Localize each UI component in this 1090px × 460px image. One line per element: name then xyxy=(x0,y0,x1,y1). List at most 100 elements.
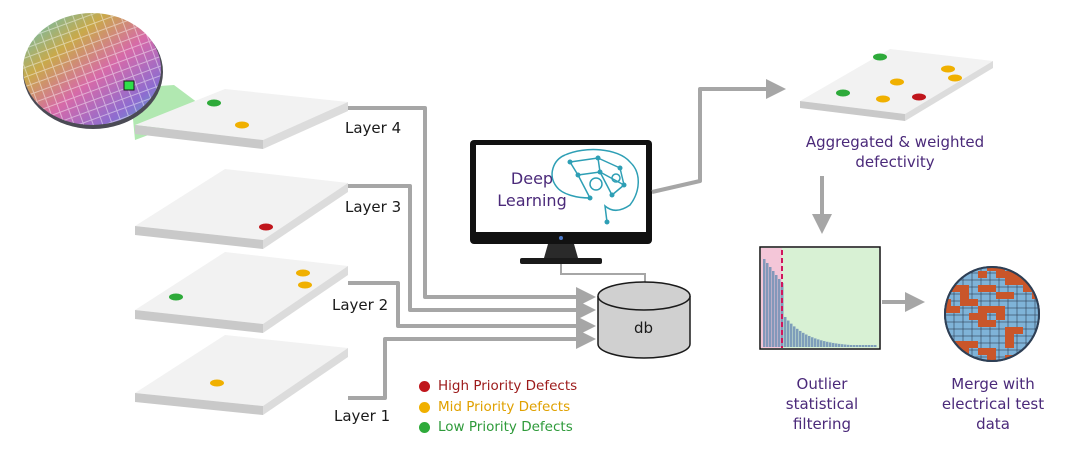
histogram-bar xyxy=(835,343,838,347)
layer-3-label: Layer 3 xyxy=(345,198,402,216)
legend-low-text: Low Priority Defects xyxy=(438,419,573,435)
selected-die xyxy=(123,80,135,91)
aggregated-plate xyxy=(800,49,993,121)
monitor-db-connector xyxy=(560,264,646,284)
histogram-bar xyxy=(772,271,775,347)
failing-die xyxy=(969,341,978,348)
failing-die xyxy=(1005,327,1014,334)
histogram-bar xyxy=(811,337,814,347)
legend-mid-dot xyxy=(419,401,430,413)
failing-die xyxy=(1014,327,1023,334)
outlier-label: Outlier statistical filtering xyxy=(770,374,874,434)
failing-die xyxy=(987,320,996,327)
layer4-connector xyxy=(348,106,596,307)
outlier-histogram xyxy=(759,246,881,350)
histogram-bar xyxy=(850,345,853,347)
histogram-bar xyxy=(847,344,850,347)
failing-die xyxy=(945,355,951,361)
histogram-bar xyxy=(832,342,835,347)
failing-die xyxy=(945,341,951,348)
aggregated-line2: defectivity xyxy=(855,153,935,171)
histogram-bar xyxy=(787,320,790,347)
failing-die xyxy=(1005,334,1014,341)
failing-die xyxy=(960,341,969,348)
failing-die xyxy=(945,267,951,271)
failing-die xyxy=(1032,278,1039,285)
aggregated-label: Aggregated & weighted defectivity xyxy=(780,132,1010,172)
histogram-bar xyxy=(802,332,805,347)
layer3-connector xyxy=(348,184,596,320)
failing-die xyxy=(1005,271,1014,278)
outlier-line2: statistical xyxy=(785,395,859,413)
legend-low: Low Priority Defects xyxy=(419,419,573,435)
wafer-image xyxy=(23,13,163,129)
layer1-connector xyxy=(348,329,596,400)
legend-low-dot xyxy=(419,421,430,433)
histogram-bar xyxy=(799,330,802,347)
histogram-bar xyxy=(820,340,823,347)
histogram-bar xyxy=(859,345,862,347)
histogram-bar xyxy=(826,341,829,347)
histogram-bar xyxy=(868,345,871,347)
histogram-bar xyxy=(829,342,832,347)
failing-die xyxy=(978,306,987,313)
histogram-bar xyxy=(784,317,787,347)
failing-die xyxy=(996,306,1005,313)
failing-die xyxy=(1005,292,1014,299)
merge-label: Merge with electrical test data xyxy=(930,374,1056,434)
histogram-bar xyxy=(769,267,772,347)
electrical-wafer-map xyxy=(942,266,1041,369)
histogram-bar xyxy=(862,345,865,347)
outlier-line1: Outlier xyxy=(796,375,848,393)
failing-die xyxy=(1032,348,1039,355)
histogram-bar xyxy=(778,279,781,347)
histogram-bar xyxy=(808,335,811,347)
failing-die xyxy=(978,313,987,320)
monitor-to-aggregated-arrow xyxy=(651,79,786,194)
failing-die xyxy=(996,313,1005,320)
failing-die xyxy=(942,362,951,369)
histogram-bar xyxy=(766,263,769,347)
failing-die xyxy=(987,267,996,271)
failing-die xyxy=(987,355,996,361)
layer-1-label: Layer 1 xyxy=(334,407,391,425)
deep-learning-line2: Learning xyxy=(497,191,567,210)
failing-die xyxy=(1023,285,1032,292)
histogram-bar xyxy=(805,334,808,347)
deep-learning-monitor xyxy=(470,140,652,264)
failing-die xyxy=(978,285,987,292)
aggregated-line1: Aggregated & weighted xyxy=(805,133,985,151)
layer-1-plate xyxy=(135,335,348,415)
failing-die xyxy=(951,285,960,292)
failing-die xyxy=(1014,278,1023,285)
histogram-bar xyxy=(841,344,844,347)
failing-die xyxy=(1032,362,1041,369)
histogram-bar xyxy=(775,275,778,347)
failing-die xyxy=(945,278,951,285)
merge-line3: data xyxy=(976,415,1010,433)
failing-die xyxy=(996,271,1005,278)
histogram-bar xyxy=(796,328,799,347)
failing-die xyxy=(945,299,951,306)
legend-mid-text: Mid Priority Defects xyxy=(438,399,571,415)
failing-die xyxy=(996,292,1005,299)
failing-die xyxy=(969,299,978,306)
histogram-bar xyxy=(814,338,817,347)
db-label: db xyxy=(634,319,654,337)
failing-die xyxy=(1023,362,1032,369)
histogram-bar xyxy=(793,326,796,347)
layer-2-label: Layer 2 xyxy=(332,296,389,314)
failing-die xyxy=(969,313,978,320)
legend-high-dot xyxy=(419,380,430,392)
layer-connectors xyxy=(348,106,596,400)
merge-line2: electrical test xyxy=(941,395,1045,413)
failing-die xyxy=(945,306,951,313)
failing-die xyxy=(960,285,969,292)
failing-die xyxy=(987,285,996,292)
brain-network-icon xyxy=(551,148,639,223)
failing-die xyxy=(951,267,960,271)
histogram-bar xyxy=(874,345,877,347)
histogram-bar xyxy=(853,345,856,347)
histogram-bar xyxy=(790,323,793,347)
